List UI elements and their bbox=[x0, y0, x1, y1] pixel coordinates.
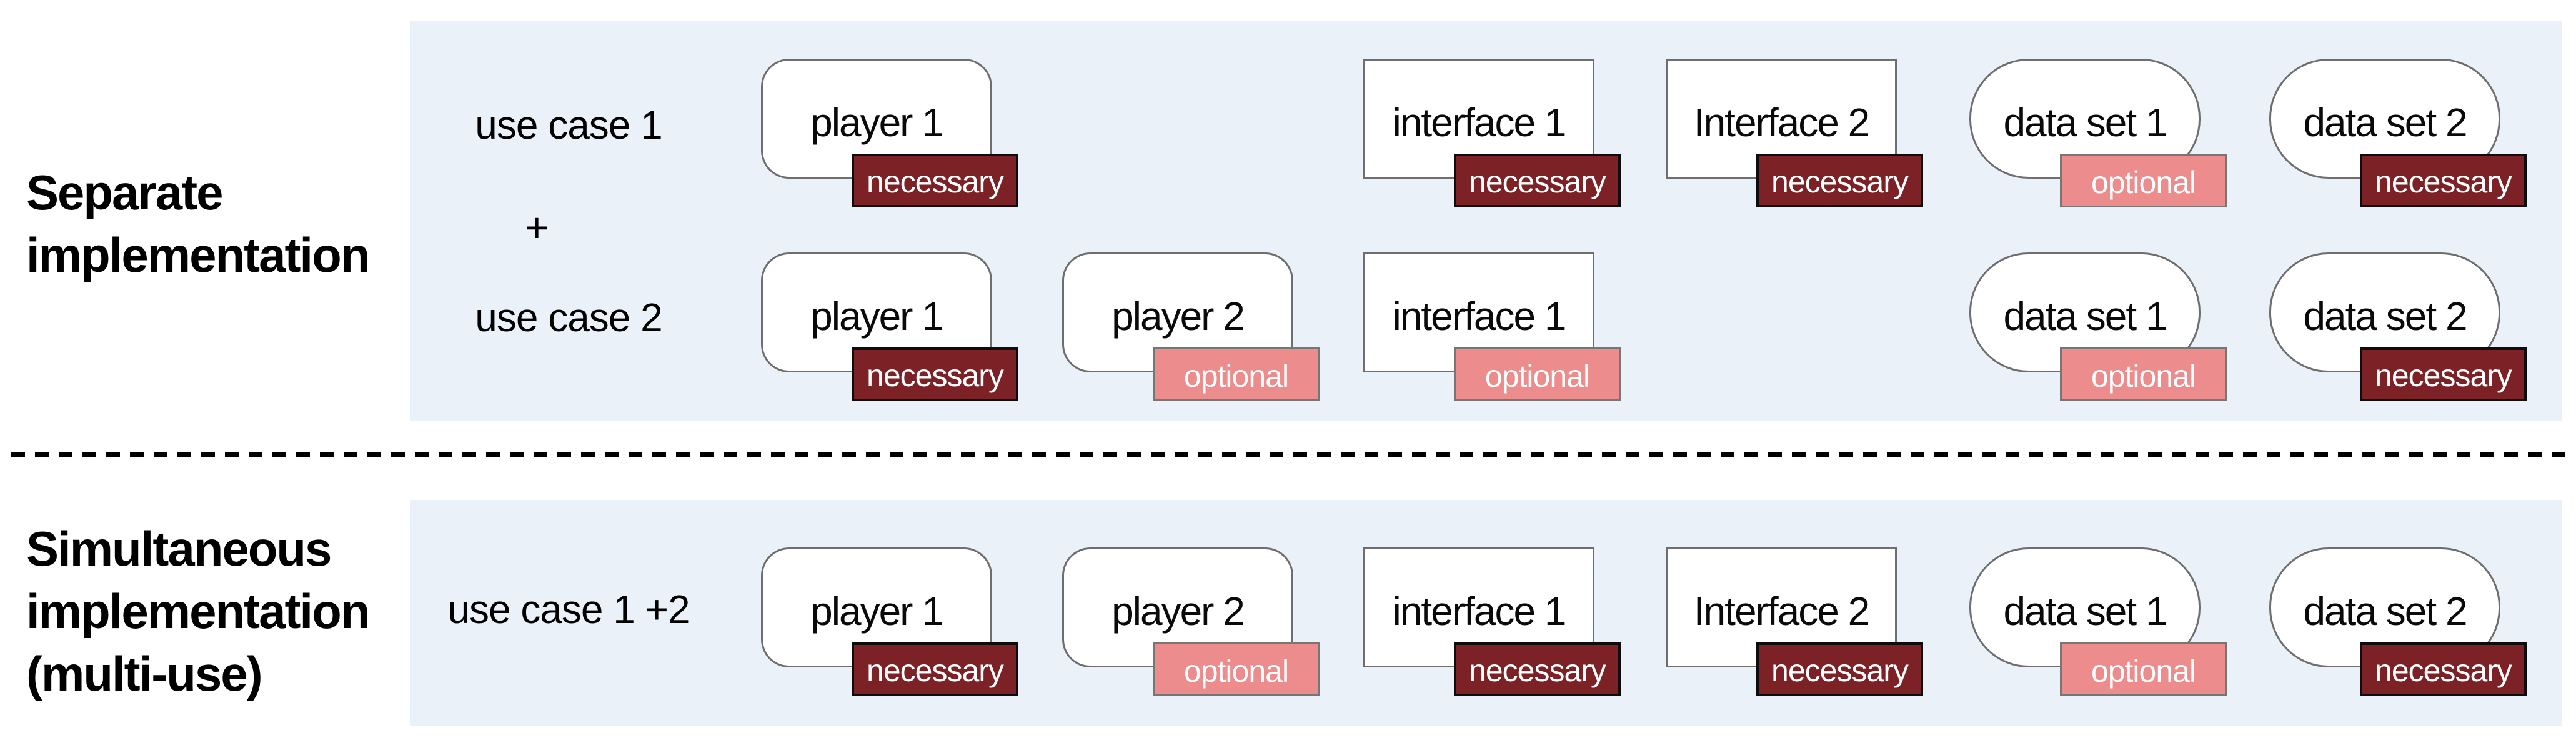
necessary-badge: necessary bbox=[852, 154, 1018, 207]
optional-badge: optional bbox=[1454, 347, 1621, 401]
optional-badge: optional bbox=[2060, 642, 2227, 696]
optional-badge: optional bbox=[2060, 347, 2227, 401]
shape-label: player 1 bbox=[810, 100, 944, 145]
item-Interface-2: Interface 2 necessary bbox=[1666, 547, 1923, 696]
plus-joiner: + bbox=[525, 204, 549, 251]
row-label-use-case-1: use case 1 bbox=[475, 102, 663, 147]
shape-label: Interface 2 bbox=[1693, 589, 1870, 634]
shape-label: interface 1 bbox=[1392, 294, 1567, 339]
shape-label: interface 1 bbox=[1392, 100, 1567, 145]
shape-label: player 1 bbox=[810, 294, 944, 339]
shape-label: data set 2 bbox=[2303, 294, 2467, 339]
shape-label: player 2 bbox=[1111, 294, 1245, 339]
item-data-set-2: data set 2 necessary bbox=[2269, 59, 2527, 207]
section-title-separate: Separate implementation bbox=[26, 161, 370, 286]
item-data-set-1: data set 1 optional bbox=[1969, 252, 2227, 401]
item-interface-1: interface 1 necessary bbox=[1363, 547, 1621, 696]
item-data-set-2: data set 2 necessary bbox=[2269, 252, 2527, 401]
item-interface-1: interface 1 optional bbox=[1363, 252, 1621, 401]
section-title-line: implementation bbox=[26, 227, 370, 282]
item-player-1: player 1 necessary bbox=[761, 252, 1018, 401]
optional-badge: optional bbox=[1153, 642, 1320, 696]
item-player-2: player 2 optional bbox=[1062, 252, 1320, 401]
optional-badge: optional bbox=[2060, 154, 2227, 207]
item-player-1: player 1 necessary bbox=[761, 547, 1018, 696]
shape-label: data set 1 bbox=[2003, 589, 2167, 634]
shape-label: interface 1 bbox=[1392, 589, 1567, 634]
item-data-set-2: data set 2 necessary bbox=[2269, 547, 2527, 696]
item-data-set-1: data set 1 optional bbox=[1969, 59, 2227, 207]
item-Interface-2: Interface 2 necessary bbox=[1666, 59, 1923, 207]
shape-label: player 2 bbox=[1111, 589, 1245, 634]
necessary-badge: necessary bbox=[852, 347, 1018, 401]
section-title-simultaneous: Simultaneous implementation (multi-use) bbox=[26, 517, 370, 705]
item-data-set-1: data set 1 optional bbox=[1969, 547, 2227, 696]
necessary-badge: necessary bbox=[1756, 154, 1923, 207]
shape-label: Interface 2 bbox=[1693, 100, 1870, 145]
necessary-badge: necessary bbox=[2360, 642, 2527, 696]
item-player-2: player 2 optional bbox=[1062, 547, 1320, 696]
dataset-shape: data set 1 bbox=[1969, 547, 2201, 667]
item-player-1: player 1 necessary bbox=[761, 59, 1018, 207]
row-label-use-case-1-2: use case 1 +2 bbox=[447, 587, 690, 632]
necessary-badge: necessary bbox=[2360, 347, 2527, 401]
optional-badge: optional bbox=[1153, 347, 1320, 401]
necessary-badge: necessary bbox=[1756, 642, 1923, 696]
necessary-badge: necessary bbox=[852, 642, 1018, 696]
shape-label: player 1 bbox=[810, 589, 944, 634]
dashed-divider bbox=[11, 452, 2565, 457]
shape-label: data set 2 bbox=[2303, 589, 2467, 634]
necessary-badge: necessary bbox=[1454, 154, 1621, 207]
necessary-badge: necessary bbox=[2360, 154, 2527, 207]
section-title-line: Simultaneous bbox=[26, 521, 332, 576]
shape-label: data set 1 bbox=[2003, 294, 2167, 339]
section-title-line: Separate bbox=[26, 165, 224, 220]
player-shape: player 2 bbox=[1062, 547, 1293, 667]
row-label-use-case-2: use case 2 bbox=[475, 295, 663, 340]
shape-label: data set 1 bbox=[2003, 100, 2167, 145]
shape-label: data set 2 bbox=[2303, 100, 2467, 145]
necessary-badge: necessary bbox=[1454, 642, 1621, 696]
section-title-line: (multi-use) bbox=[26, 646, 263, 701]
section-title-line: implementation bbox=[26, 584, 370, 639]
item-interface-1: interface 1 necessary bbox=[1363, 59, 1621, 207]
